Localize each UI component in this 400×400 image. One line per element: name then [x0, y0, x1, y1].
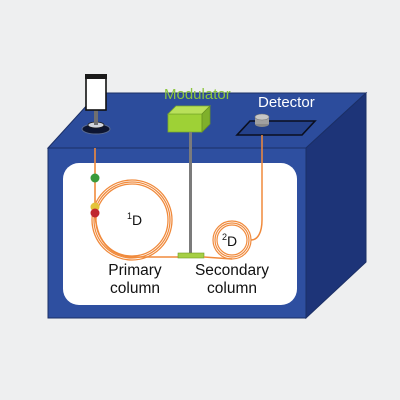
primary-to-modulator-line — [94, 209, 185, 258]
modulator-clamp — [177, 252, 205, 259]
injector-icon — [81, 74, 111, 135]
secondary-column-label-line1: Secondary — [194, 262, 270, 279]
modulator-rod — [189, 132, 192, 256]
valve-green-icon — [90, 173, 100, 183]
secondary-to-detector-line — [250, 135, 263, 241]
oven-window — [63, 163, 297, 305]
modulator-label: Modulator — [164, 86, 231, 103]
modulator-block — [167, 105, 211, 133]
primary-column-label-line1: Primary — [108, 262, 162, 279]
secondary-column-label: Secondary column — [192, 263, 272, 296]
secondary-dimension-label: 2D — [222, 232, 238, 249]
secondary-column-label-line2: column — [207, 279, 257, 297]
valve-red-icon — [90, 208, 100, 218]
primary-column-label: Primary column — [100, 263, 170, 296]
detector-block — [235, 113, 317, 136]
primary-dimension-label: 1D — [127, 211, 143, 228]
modulator-to-secondary-line — [203, 256, 233, 260]
primary-column-label-line2: column — [110, 279, 160, 297]
detector-label: Detector — [258, 94, 315, 111]
